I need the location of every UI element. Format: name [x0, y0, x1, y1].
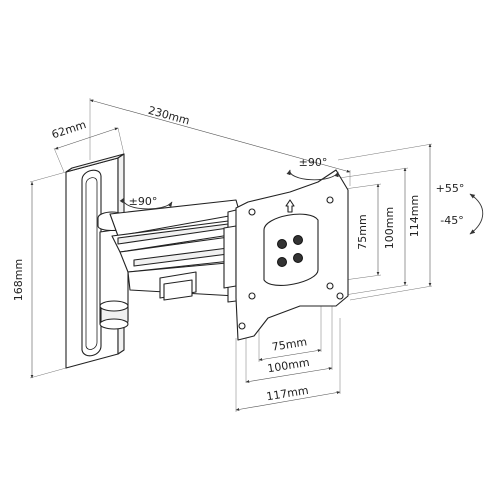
vesa-plate	[223, 169, 349, 341]
tilt-arrow-icon	[469, 193, 484, 235]
vesa-h-large-dimension-line	[245, 367, 333, 383]
label-head-swivel: ±90°	[299, 156, 328, 169]
label-plate-height: 168mm	[12, 259, 25, 301]
label-head-width: 117mm	[265, 384, 309, 403]
depth-dimension-line	[89, 99, 351, 173]
label-vesa-h-small: 75mm	[271, 335, 308, 353]
plate-width-dimension-line	[54, 127, 119, 150]
label-plate-width: 62mm	[50, 118, 88, 141]
label-arm-swivel: ±90°	[129, 195, 158, 208]
arm-swivel-arrow-icon	[119, 197, 173, 210]
label-tilt-up: +55°	[436, 182, 465, 195]
vesa-h-small-dimension-line	[258, 349, 322, 361]
rotation-labels: ±90° ±90° +55° -45°	[129, 156, 465, 227]
head-swivel-arrow-icon	[286, 169, 339, 181]
label-tilt-down: -45°	[440, 214, 463, 227]
swing-arm	[97, 199, 241, 330]
label-vesa-v-small: 75mm	[356, 214, 369, 249]
head-width-dimension-line	[235, 391, 341, 411]
dimension-lines	[29, 98, 433, 412]
label-overall-depth: 230mm	[147, 104, 191, 128]
label-vesa-v-large: 100mm	[383, 207, 396, 249]
label-head-height: 114mm	[408, 195, 421, 237]
